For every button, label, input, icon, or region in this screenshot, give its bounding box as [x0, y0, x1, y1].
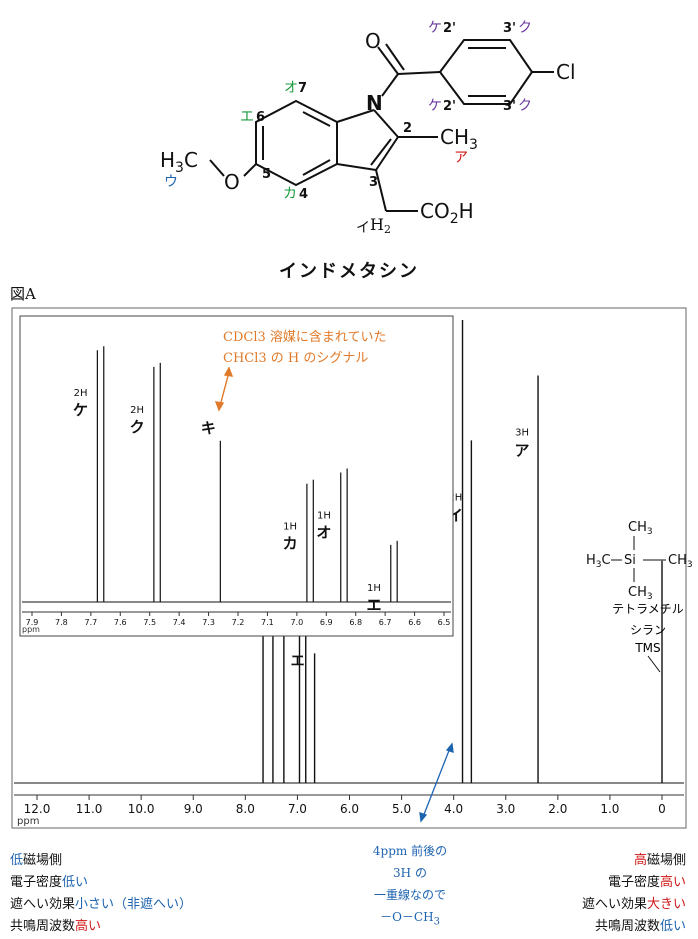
inset-tick-label: 7.0	[290, 618, 303, 627]
label-ku-top: ク	[518, 20, 532, 36]
methylene-h2: H2	[370, 215, 391, 236]
main-peak-label: ア	[515, 442, 530, 460]
compound-name: インドメタシン	[279, 261, 419, 282]
main-tick-label: 12.0	[24, 802, 51, 816]
solvent-annotation-line2: CHCl3 の H のシグナル	[223, 351, 368, 366]
inset-tick-label: 7.4	[173, 618, 186, 627]
solvent-annotation-line1: CDCl3 溶媒に含まれていた	[223, 329, 387, 345]
tms-label-line3: TMS	[634, 641, 660, 655]
main-tick-label: 7.0	[288, 802, 307, 816]
low-field-notes: 低磁場側 電子密度低い 遮へい効果小さい（非遮へい） 共鳴周波数高い	[10, 853, 193, 934]
inset-integral-label: 1H	[283, 522, 297, 533]
inset-tick-label: 7.1	[261, 618, 274, 627]
label-ke-bottom: ケ	[428, 98, 442, 114]
main-tick-label: 9.0	[184, 802, 203, 816]
inset-tick-label: 7.3	[202, 618, 215, 627]
svg-text:H3C: H3C	[586, 553, 611, 570]
inset-integral-label: 1H	[367, 583, 381, 594]
inset-integral-label: 1H	[317, 511, 331, 522]
main-integral-label: 3H	[515, 428, 529, 439]
inset-peak-label: カ	[283, 535, 298, 553]
inset-peak-label: オ	[316, 524, 331, 542]
position-3: 3	[369, 175, 378, 190]
svg-text:Si: Si	[624, 553, 636, 568]
main-tick-label: 5.0	[392, 802, 411, 816]
inset-peak-label: エ	[366, 596, 381, 614]
tms-label-line2: シラン	[630, 623, 666, 637]
carbonyl-oxygen: O	[365, 29, 381, 53]
inset-integral-label: 2H	[130, 405, 144, 416]
high-field-notes: 高磁場側 電子密度高い 遮へい効果大きい 共鳴周波数低い	[581, 853, 686, 934]
solvent-arrow	[214, 366, 234, 412]
label-u-methoxy: ウ	[164, 174, 178, 190]
svg-text:CH3: CH3	[668, 553, 693, 570]
main-integral-label: 2H	[448, 492, 462, 503]
label-i-methylene: イ	[356, 220, 370, 236]
methoxy-carbon: H3C	[160, 148, 198, 176]
position-3prime-top: 3'	[503, 21, 516, 36]
inset-peak-label: キ	[201, 419, 216, 437]
inset-tick-label: 7.2	[232, 618, 245, 627]
main-tick-label: 4.0	[444, 802, 463, 816]
methoxy-note: 4ppm 前後の 3H の 一重線なので －O－CH3	[372, 844, 448, 928]
inset-peak-label: ク	[130, 418, 145, 436]
label-ku-bottom: ク	[518, 98, 532, 114]
inset-xlabel: ppm	[22, 625, 40, 634]
main-tick-label: 10.0	[128, 802, 155, 816]
inset-integral-label: 2H	[74, 388, 88, 399]
ether-oxygen: O	[224, 170, 240, 194]
indomethacin-structure: O N Cl CH3 H3C O CO2H H2 2 3 4 5 6 7 2' …	[160, 20, 576, 236]
svg-text:CH3: CH3	[628, 520, 653, 537]
label-ka-h4: カ	[283, 186, 297, 202]
inset-tick-label: 6.7	[379, 618, 392, 627]
position-2prime-bottom: 2'	[443, 99, 456, 114]
tms-label-line1: テトラメチル	[612, 602, 684, 616]
main-tick-label: 6.0	[340, 802, 359, 816]
position-2: 2	[403, 121, 412, 136]
position-3prime-bottom: 3'	[503, 99, 516, 114]
methoxy-arrow	[419, 742, 454, 823]
main-xlabel: ppm	[17, 816, 39, 827]
position-5: 5	[262, 167, 271, 182]
inset-tick-label: 7.6	[114, 618, 127, 627]
tms-formula: CH3 CH3 H3C Si CH3	[586, 520, 693, 602]
position-2prime-top: 2'	[443, 21, 456, 36]
inset-tick-label: 7.9	[26, 618, 39, 627]
main-tick-label: 11.0	[76, 802, 103, 816]
chlorine: Cl	[556, 60, 576, 84]
position-6: 6	[256, 110, 265, 125]
inset-tick-label: 7.5	[143, 618, 156, 627]
main-tick-label: 0	[658, 802, 666, 816]
position-4: 4	[299, 187, 308, 202]
label-o-h7: オ	[284, 80, 298, 96]
position-7: 7	[298, 81, 307, 96]
inset-tick-label: 6.5	[438, 618, 451, 627]
carboxyl-group: CO2H	[420, 199, 474, 227]
figure-label: 図A	[10, 285, 36, 303]
inset-tick-label: 7.7	[84, 618, 97, 627]
nmr-spectrum: 12.0 11.0 10.0 9.0 8.0 7.0 6.0 5.0 4.0 3.0 2.0 1.0 0…	[11, 307, 693, 829]
inset-tick-label: 7.8	[55, 618, 68, 627]
methyl-group: CH3	[440, 125, 478, 153]
label-a-methyl: ア	[454, 150, 468, 166]
label-e-h6: エ	[240, 109, 254, 125]
label-ke-top: ケ	[428, 20, 442, 36]
main-tick-label: 3.0	[496, 802, 515, 816]
indole-nitrogen: N	[366, 91, 383, 115]
inset-peak-label: ケ	[73, 401, 88, 419]
main-tick-label: 1.0	[600, 802, 619, 816]
inset-tick-label: 6.8	[349, 618, 362, 627]
main-peak-label: エ	[291, 653, 305, 669]
main-tick-label: 8.0	[236, 802, 255, 816]
svg-text:CH3: CH3	[628, 585, 653, 602]
inset-tick-label: 6.6	[408, 618, 421, 627]
main-tick-label: 2.0	[548, 802, 567, 816]
inset-tick-label: 6.9	[320, 618, 333, 627]
